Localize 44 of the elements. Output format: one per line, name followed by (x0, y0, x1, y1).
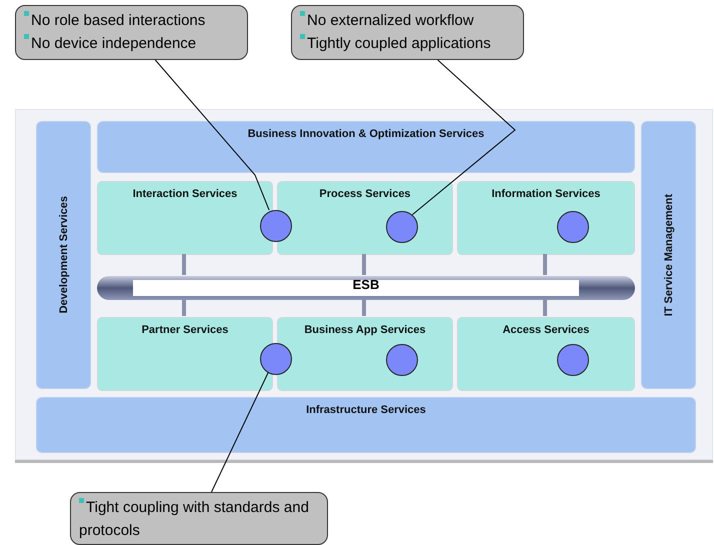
service-title: Partner Services (142, 324, 228, 336)
service-circle (386, 344, 418, 376)
bus-label: ESB (352, 277, 380, 292)
service-title: Business Innovation & Optimization Services (248, 128, 484, 140)
connector-line (182, 254, 186, 275)
connector-line (362, 254, 366, 275)
service-box (97, 181, 273, 255)
service-band (641, 121, 696, 389)
service-band (36, 397, 696, 453)
service-title: Process Services (319, 188, 411, 200)
leader-line (211, 372, 269, 492)
callout-box (70, 492, 328, 545)
connector-line (543, 299, 547, 316)
callout-text: No device independence (24, 32, 239, 55)
service-title: Interaction Services (132, 188, 238, 200)
architecture-panel (15, 109, 713, 460)
service-box (277, 181, 453, 255)
service-box (277, 317, 453, 391)
service-circle (557, 344, 589, 376)
service-title: Access Services (502, 324, 590, 336)
leader-line (412, 60, 516, 216)
service-circle (386, 211, 418, 243)
callout-text: Tight coupling with standards and protocols (79, 496, 319, 542)
service-title: Business App Services (304, 324, 426, 336)
callout-text: No role based interactions (24, 9, 239, 32)
service-box (97, 317, 273, 391)
callout-box (15, 5, 248, 60)
bus-bar (97, 276, 635, 300)
service-title: Infrastructure Services (306, 404, 426, 416)
service-band (36, 121, 91, 389)
service-circle (557, 211, 589, 243)
connector-line (182, 299, 186, 316)
callout-text: Tightly coupled applications (300, 32, 515, 55)
callout-text: No externalized workflow (300, 9, 515, 32)
callout-box (291, 5, 524, 60)
connector-line (362, 299, 366, 316)
service-title: IT Service Management (662, 194, 674, 316)
service-title: Information Services (492, 188, 600, 200)
service-box (457, 181, 635, 255)
connector-line (543, 254, 547, 275)
service-band (97, 121, 635, 173)
service-title: Development Services (58, 196, 70, 314)
service-box (457, 317, 635, 391)
leader-line (154, 60, 270, 211)
